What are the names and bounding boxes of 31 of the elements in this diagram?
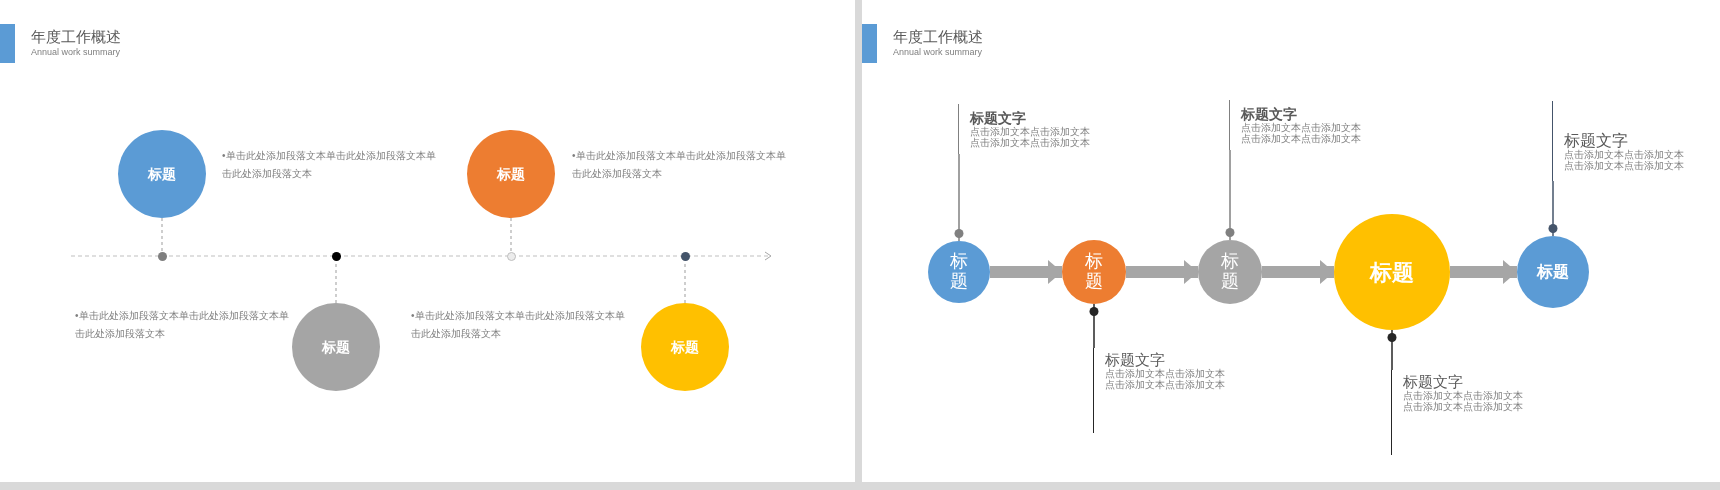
slide-panel: [862, 0, 1720, 482]
callout-text: 点击添加文本点击添加文本点击添加文本点击添加文本: [1564, 149, 1686, 171]
block-arrow: [990, 260, 1062, 284]
block-arrow: [1126, 260, 1198, 284]
callout-title: 标题文字: [1564, 133, 1629, 149]
slide-panel: [0, 0, 855, 482]
block-arrow: [1262, 260, 1334, 284]
leader-line: [1089, 303, 1099, 349]
leader-line: [1225, 149, 1235, 241]
callout-title: 标题文字: [970, 110, 1027, 126]
callout-title: 标题文字: [1105, 352, 1166, 368]
leader-line: [954, 153, 964, 242]
paragraph-text: •单击此处添加段落文本单击此处添加段落文本单击此处添加段落文本: [411, 309, 625, 341]
callout-text: 点击添加文本点击添加文本点击添加文本点击添加文本: [970, 126, 1092, 148]
paragraph-text: •单击此处添加段落文本单击此处添加段落文本单击此处添加段落文本: [572, 149, 786, 181]
paragraph-text: •单击此处添加段落文本单击此处添加段落文本单击此处添加段落文本: [222, 149, 436, 181]
callout-text: 点击添加文本点击添加文本点击添加文本点击添加文本: [1105, 368, 1227, 390]
callout-title: 标题文字: [1403, 374, 1464, 390]
dashed-connector: [161, 217, 163, 253]
slide-subtitle: Annual work summary: [31, 47, 121, 58]
leader-line: [1387, 329, 1397, 371]
paragraph-text: •单击此处添加段落文本单击此处添加段落文本单击此处添加段落文本: [75, 309, 289, 341]
dashed-connector: [510, 217, 512, 253]
callout-title: 标题文字: [1241, 106, 1298, 122]
slide-title: 年度工作概述: [31, 28, 121, 46]
callout-text: 点击添加文本点击添加文本点击添加文本点击添加文本: [1403, 390, 1525, 412]
leader-line: [1548, 180, 1558, 237]
block-arrow: [1450, 260, 1517, 284]
slide-title: 年度工作概述: [893, 28, 983, 46]
slide-subtitle: Annual work summary: [893, 47, 983, 58]
callout-text: 点击添加文本点击添加文本点击添加文本点击添加文本: [1241, 122, 1363, 144]
